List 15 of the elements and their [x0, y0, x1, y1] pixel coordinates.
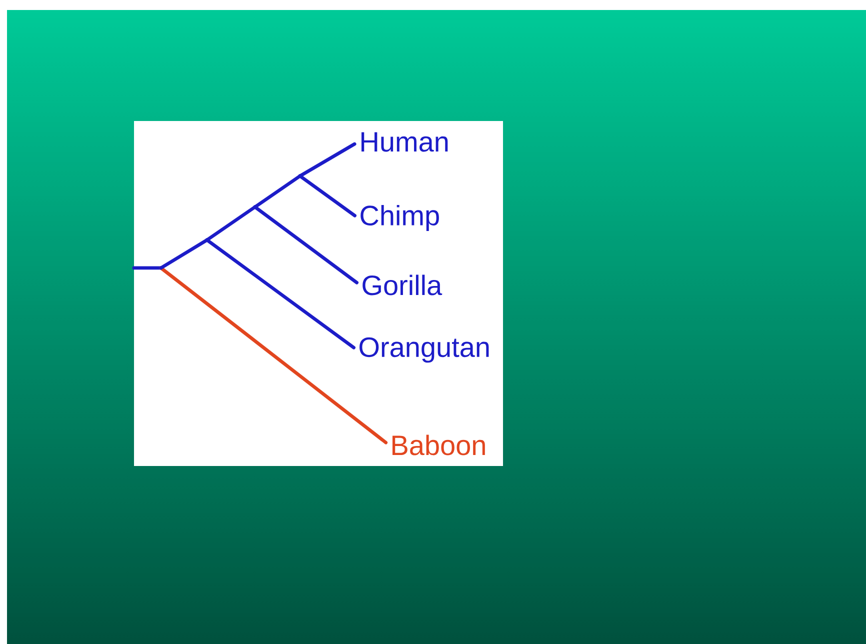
taxon-label: Gorilla — [362, 274, 442, 296]
branch-line — [298, 174, 356, 218]
taxon-label: Baboon — [392, 434, 485, 456]
branch-line — [253, 205, 358, 284]
tree-panel — [134, 121, 503, 466]
branch-line — [253, 174, 302, 209]
taxon-label: Chimp — [360, 204, 439, 232]
taxon-label: Orangutan — [360, 337, 489, 363]
branch-line — [205, 205, 257, 242]
branch-line — [132, 266, 163, 270]
branch-line — [298, 142, 356, 178]
branch-line — [159, 266, 388, 444]
branch-line — [205, 238, 356, 350]
taxon-label: Human — [362, 132, 448, 152]
branch-line — [159, 238, 209, 270]
